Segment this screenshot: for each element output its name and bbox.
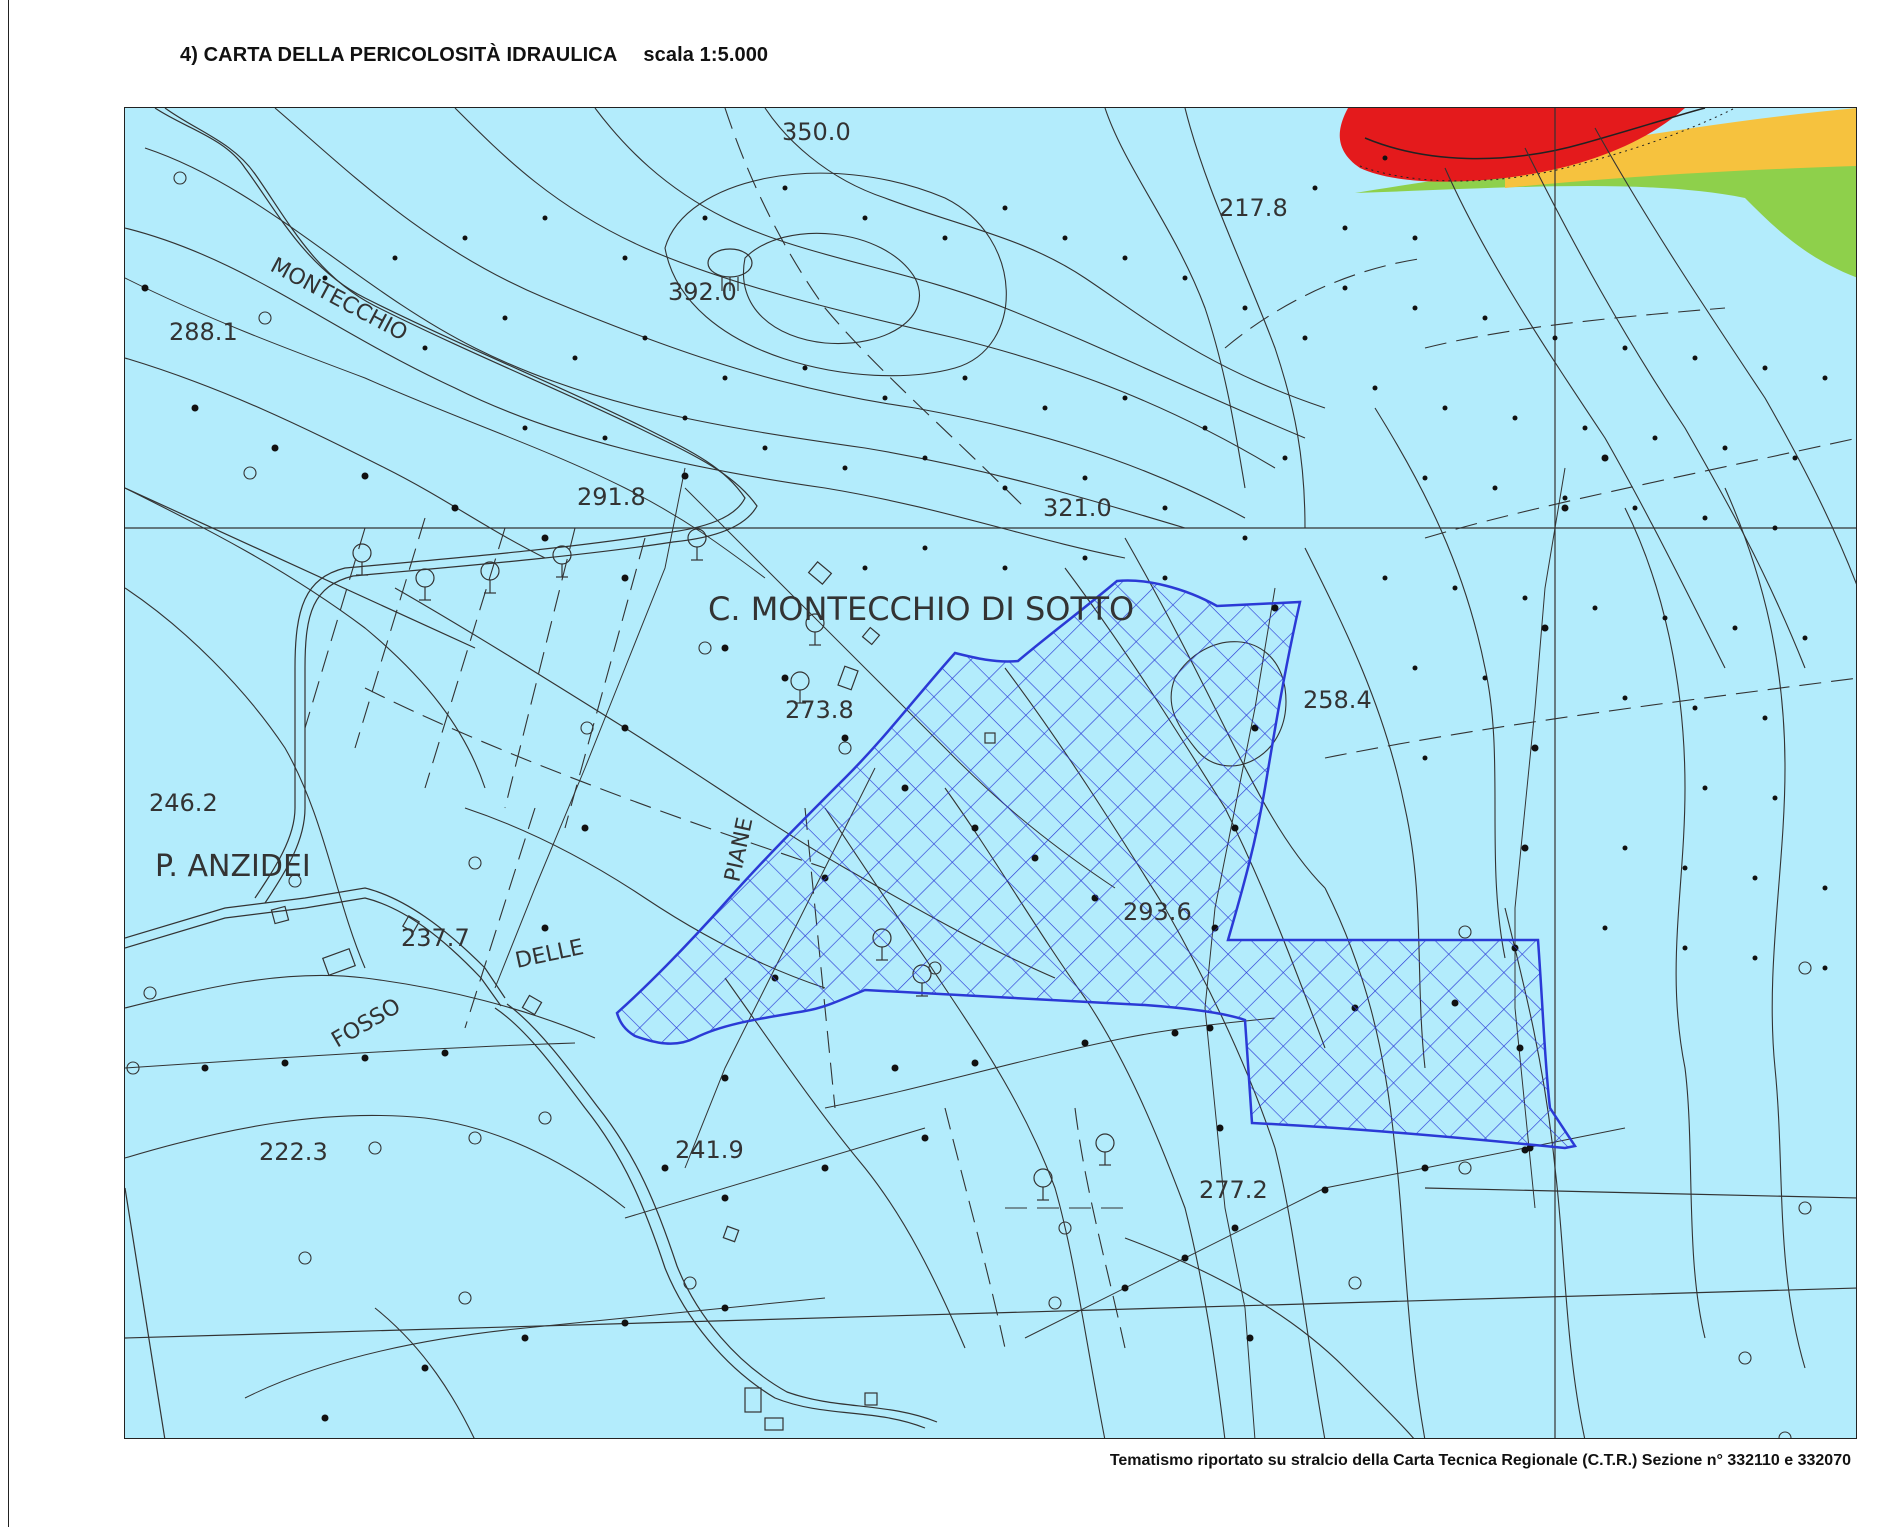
elevation-label: 321.0 (1043, 494, 1112, 522)
elevation-label: 246.2 (149, 789, 218, 817)
elevation-label: 241.9 (675, 1136, 744, 1164)
elevation-label: 350.0 (782, 118, 851, 146)
elevation-label: 273.8 (785, 696, 854, 724)
study-area-polygon[interactable] (615, 579, 1578, 1150)
elevation-label: 277.2 (1199, 1176, 1268, 1204)
power-line-pylons (141, 284, 1609, 1422)
elevation-label: 293.6 (1123, 898, 1192, 926)
elevation-label: 392.0 (668, 278, 737, 306)
map-title-text: 4) CARTA DELLA PERICOLOSITÀ IDRAULICA (180, 44, 618, 66)
elevation-label: 288.1 (169, 318, 238, 346)
map-view[interactable]: 350.0 217.8 392.0 288.1 291.8 321.0 273.… (124, 107, 1857, 1439)
toponym-montecchio: MONTECCHIO (266, 253, 411, 346)
map-title: 4) CARTA DELLA PERICOLOSITÀ IDRAULICA sca… (180, 44, 768, 67)
elevation-label: 291.8 (577, 483, 646, 511)
toponym-delle: DELLE (513, 935, 586, 974)
buildings (270, 561, 996, 1431)
grid-lines (125, 108, 1856, 1438)
map-scale: scala 1:5.000 (643, 44, 769, 66)
map-canvas[interactable]: 350.0 217.8 392.0 288.1 291.8 321.0 273.… (125, 108, 1857, 1439)
toponym-fosso: FOSSO (328, 994, 406, 1053)
page-left-border (8, 0, 9, 1527)
elevation-label: 222.3 (259, 1138, 328, 1166)
hazard-zone-low (1355, 138, 1856, 278)
elevation-labels: 350.0 217.8 392.0 288.1 291.8 321.0 273.… (149, 118, 1372, 1204)
hazard-zone-high (1339, 108, 1685, 182)
toponym-anzidei: P. ANZIDEI (155, 849, 311, 884)
elevation-label: 237.7 (401, 924, 470, 952)
roads (125, 108, 938, 1429)
hazard-zone-medium (1505, 108, 1856, 188)
toponym-c-montecchio: C. MONTECCHIO DI SOTTO (708, 590, 1134, 628)
elevation-label: 217.8 (1219, 194, 1288, 222)
isolated-trees (126, 171, 1812, 1438)
hazard-contour (1364, 108, 1706, 160)
map-source-caption: Tematismo riportato su stralcio della Ca… (1109, 1452, 1851, 1469)
vegetation-dots (322, 155, 1828, 971)
elevation-label: 258.4 (1303, 686, 1372, 714)
